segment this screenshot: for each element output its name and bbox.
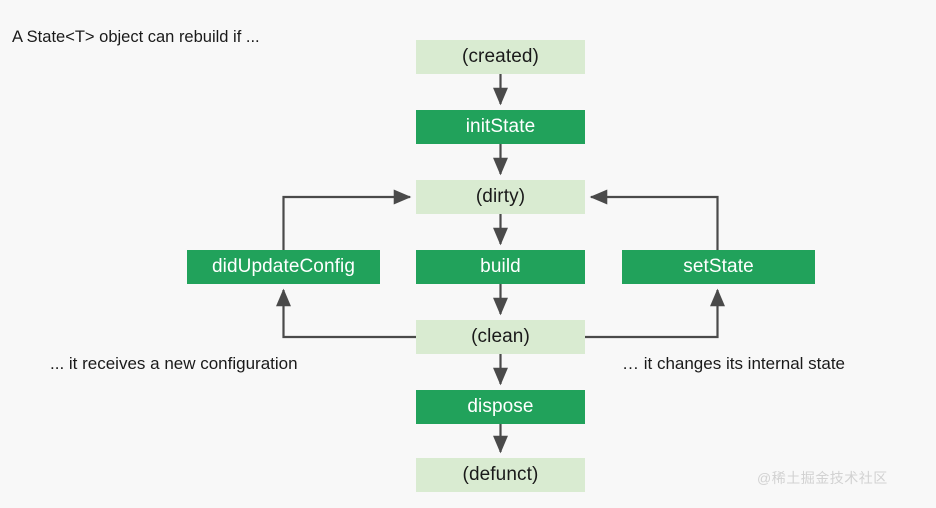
node-build: build (416, 250, 585, 284)
node-created-label: (created) (462, 46, 539, 67)
edge-clean-to-setstate (585, 288, 725, 339)
diagram-title: A State<T> object can rebuild if ... (12, 28, 260, 46)
caption-left: ... it receives a new configuration (50, 354, 298, 373)
node-didupdateconfig: didUpdateConfig (187, 250, 380, 284)
node-created: (created) (416, 40, 585, 74)
node-defunct-label: (defunct) (462, 464, 539, 485)
node-didupdateconfig-label: didUpdateConfig (211, 256, 356, 277)
node-build-label: build (480, 256, 521, 277)
node-defunct: (defunct) (416, 458, 585, 492)
node-dirty: (dirty) (416, 180, 585, 214)
edge-didupdateconfig-to-dirty (282, 189, 412, 250)
node-setstate: setState (622, 250, 815, 284)
edge-setstate-to-dirty (589, 189, 719, 250)
node-setstate-label: setState (683, 256, 754, 277)
node-dirty-label: (dirty) (475, 186, 526, 207)
node-clean: (clean) (416, 320, 585, 354)
node-dispose-label: dispose (467, 396, 534, 417)
node-clean-label: (clean) (471, 326, 530, 347)
node-initstate: initState (416, 110, 585, 144)
node-dispose: dispose (416, 390, 585, 424)
caption-right: … it changes its internal state (622, 354, 846, 373)
watermark: @稀土掘金技术社区 (757, 470, 888, 486)
edge-clean-to-didupdateconfig (276, 288, 416, 339)
node-initstate-label: initState (465, 116, 536, 137)
